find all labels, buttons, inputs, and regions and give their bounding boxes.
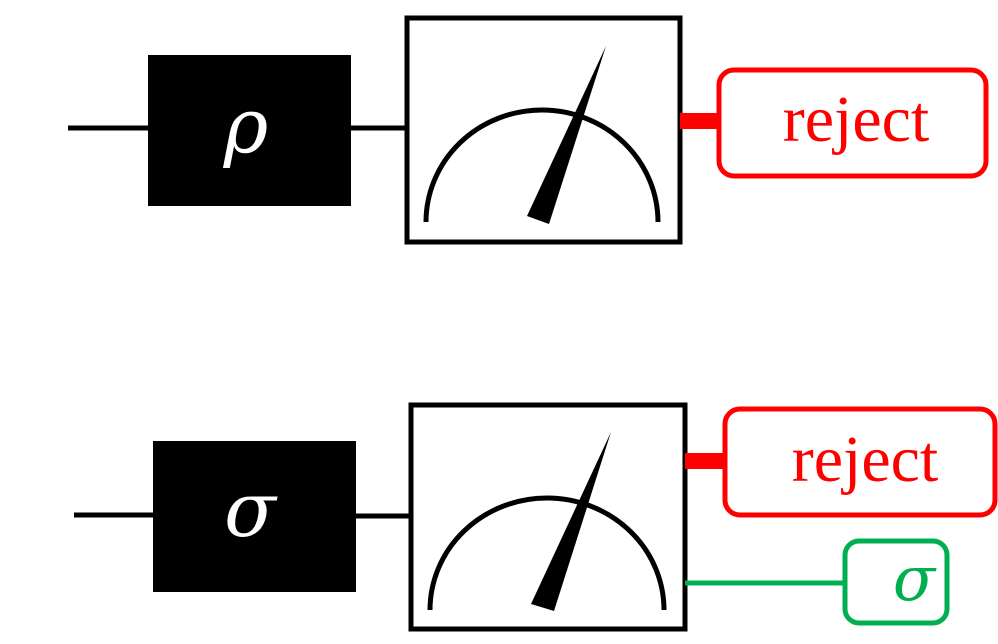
reject-label: reject bbox=[792, 423, 939, 496]
state-box-sigma bbox=[153, 441, 356, 592]
state-label-sigma: σ bbox=[224, 465, 278, 554]
measurement-meter-sigma bbox=[408, 402, 688, 632]
circuit-rho: ρ reject bbox=[68, 15, 989, 245]
reject-outcome-sigma: reject bbox=[722, 406, 998, 518]
accept-label: σ bbox=[893, 542, 937, 615]
measurement-meter-rho bbox=[404, 15, 683, 245]
meter-needle bbox=[531, 432, 611, 611]
reject-box bbox=[722, 406, 998, 518]
reject-box bbox=[716, 67, 989, 179]
state-box-rho bbox=[148, 55, 351, 206]
circuit-sigma: σ reject σ bbox=[74, 402, 998, 632]
accept-box bbox=[842, 538, 950, 626]
meter-frame bbox=[408, 402, 688, 632]
state-label-rho: ρ bbox=[223, 81, 269, 170]
reject-label: reject bbox=[783, 83, 930, 156]
meter-needle bbox=[527, 46, 606, 224]
meter-dial-arc bbox=[427, 495, 667, 611]
meter-dial-arc bbox=[423, 107, 661, 223]
reject-outcome-rho: reject bbox=[716, 67, 989, 179]
accept-outcome-sigma: σ bbox=[842, 538, 950, 626]
